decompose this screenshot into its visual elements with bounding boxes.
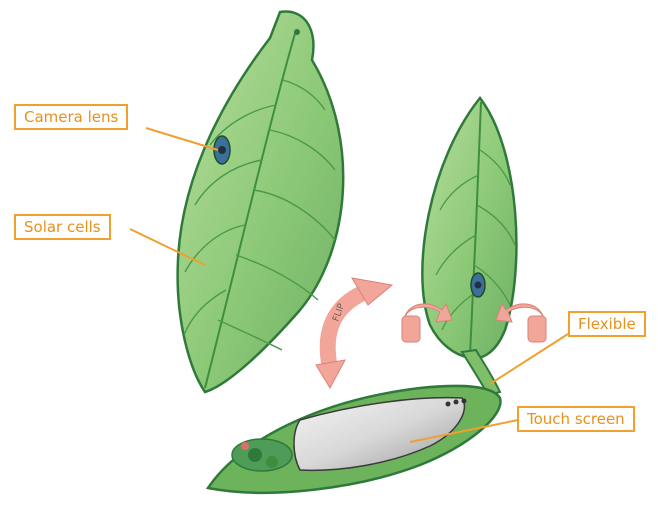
touch-screen-area [294,398,464,471]
left-leaf [178,12,344,392]
camera-lens-label: Camera lens [14,104,128,130]
home-buttons [232,439,292,471]
phone-base [208,386,500,493]
flip-arrow-icon: FLIP [316,278,392,388]
camera-lens-icon [471,273,485,297]
leader-flexible [490,334,568,384]
touch-screen-label: Touch screen [517,406,635,432]
flexible-label: Flexible [568,311,646,337]
solar-cells-label: Solar cells [14,214,111,240]
